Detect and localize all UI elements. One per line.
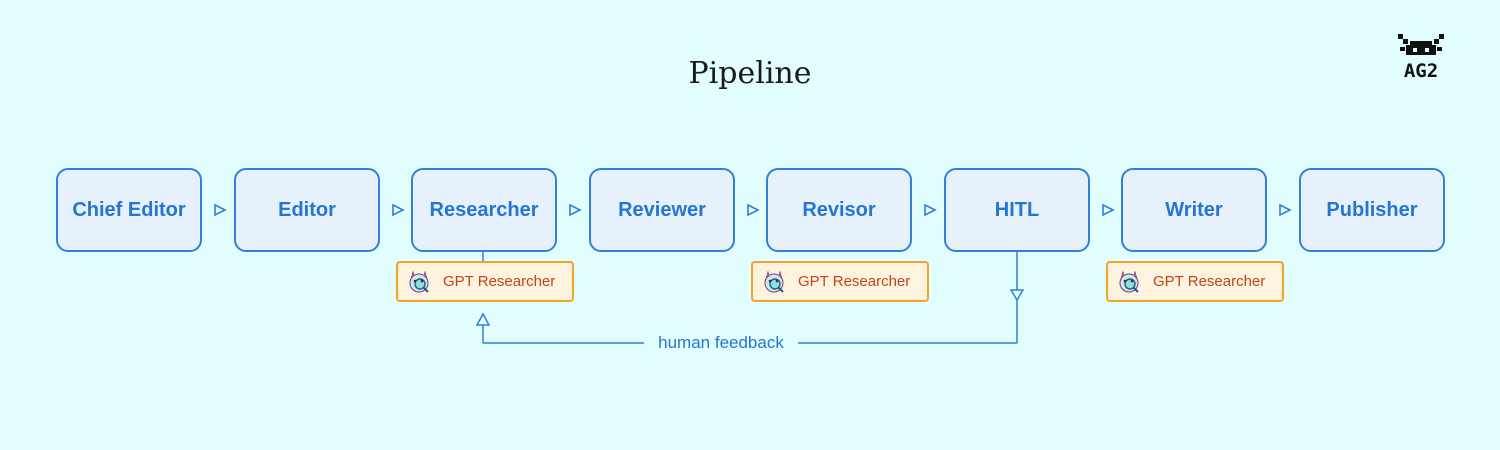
gpt-researcher-icon [764, 270, 784, 293]
flow-arrow-icon [392, 203, 405, 217]
node-chief-editor: Chief Editor [56, 168, 202, 252]
tool-badge-label: GPT Researcher [798, 273, 911, 290]
feedback-arrow-up [475, 312, 491, 326]
human-feedback-label: human feedback [644, 333, 798, 353]
ag2-robot-logo [1398, 34, 1444, 55]
flow-arrow-icon [569, 203, 582, 217]
node-publisher: Publisher [1299, 168, 1445, 252]
gpt-researcher-icon [409, 270, 429, 293]
tool-badge-gpt-researcher: GPT Researcher [396, 261, 574, 302]
flow-arrow-icon [747, 203, 760, 217]
flow-arrow-icon [1279, 203, 1292, 217]
node-editor: Editor [234, 168, 380, 252]
feedback-arrow-down [1009, 289, 1025, 302]
node-researcher: Researcher [411, 168, 557, 252]
diagram-title: Pipeline [688, 56, 812, 91]
tool-badge-label: GPT Researcher [1153, 273, 1266, 290]
node-writer: Writer [1121, 168, 1267, 252]
node-revisor: Revisor [766, 168, 912, 252]
gpt-researcher-icon [1119, 270, 1139, 293]
flow-arrow-icon [214, 203, 227, 217]
tool-badge-label: GPT Researcher [443, 273, 556, 290]
tool-badge-gpt-researcher: GPT Researcher [1106, 261, 1284, 302]
node-hitl: HITL [944, 168, 1090, 252]
tool-badge-gpt-researcher: GPT Researcher [751, 261, 929, 302]
flow-arrow-icon [1102, 203, 1115, 217]
node-reviewer: Reviewer [589, 168, 735, 252]
ag2-logo-text: AG2 [1403, 60, 1439, 82]
flow-arrow-icon [924, 203, 937, 217]
